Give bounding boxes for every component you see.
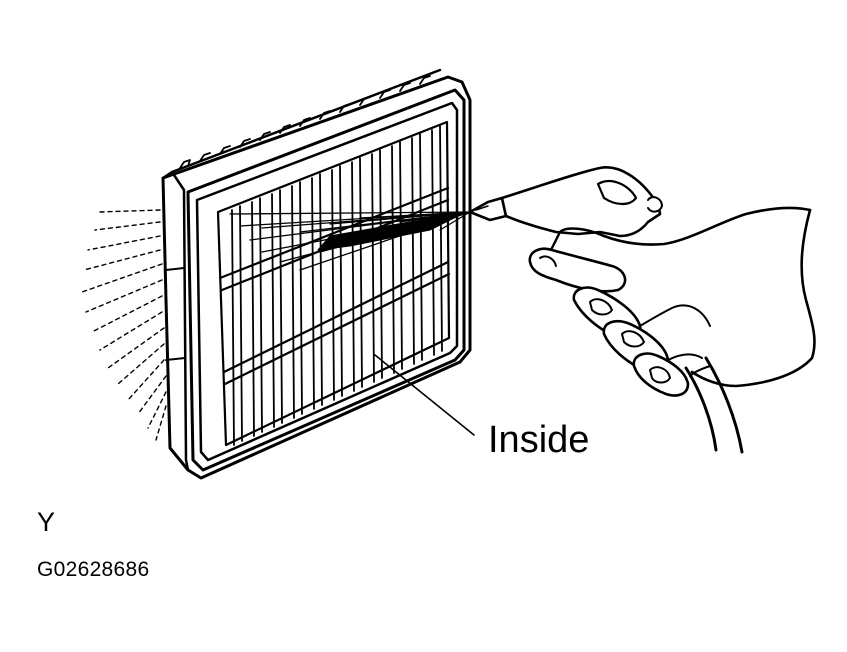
view-mark-label: Y: [37, 507, 56, 537]
figure-id-label: G02628686: [37, 558, 150, 581]
air-filter-element: [161, 68, 472, 480]
dust-dispersion-lines: [81, 209, 167, 441]
inside-leader-line: [374, 354, 475, 436]
inside-label: Inside: [488, 419, 590, 461]
hand-holding-gun: [528, 206, 816, 397]
air-jet-dark-core: [317, 211, 467, 251]
